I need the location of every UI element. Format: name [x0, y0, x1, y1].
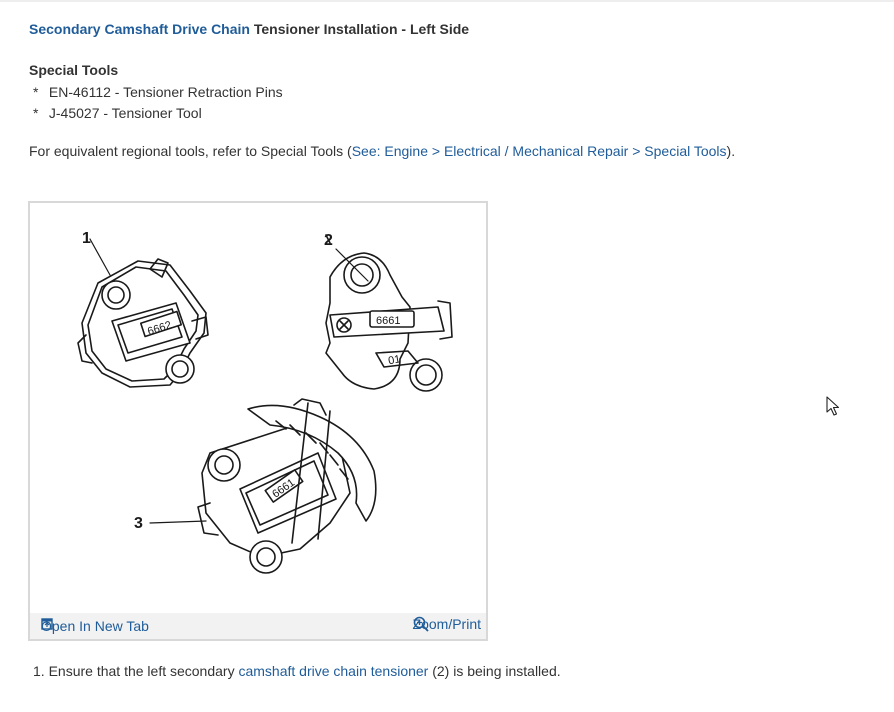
equivalent-suffix: ). [726, 143, 736, 159]
callout-3-leader [149, 520, 207, 524]
list-item: * EN-46112 - Tensioner Retraction Pins [33, 82, 283, 103]
zoom-print-label: Zoom/Print [412, 616, 481, 632]
part-label-6661: 6661 [376, 315, 400, 327]
bullet: * [33, 104, 39, 121]
callout-3: 3 [134, 515, 143, 532]
equivalent-prefix: For equivalent regional tools, refer to … [29, 143, 352, 159]
step-1: 1. Ensure that the left secondary camsha… [33, 663, 561, 679]
mouse-pointer-icon [826, 396, 840, 416]
page-title: Secondary Camshaft Drive Chain Tensioner… [29, 21, 469, 37]
callout-1-leader [89, 238, 111, 276]
tool-text: J-45027 - Tensioner Tool [48, 104, 202, 121]
tensioner-3-drawing [197, 398, 377, 574]
callout-1: 1 [82, 230, 91, 247]
open-new-tab-link[interactable]: Open In New Tab [41, 618, 149, 634]
special-tools-heading: Special Tools [29, 62, 119, 78]
special-tools-list: * EN-46112 - Tensioner Retraction Pins *… [33, 82, 283, 123]
tensioner-link[interactable]: camshaft drive chain tensioner [238, 663, 429, 679]
bullet: * [33, 84, 39, 100]
part-label-01: 01 [387, 353, 401, 367]
callout-2-leader [335, 248, 369, 282]
tensioner-2-drawing [325, 234, 453, 392]
equivalent-tools-text: For equivalent regional tools, refer to … [29, 143, 735, 159]
list-item: * J-45027 - Tensioner Tool [33, 103, 283, 124]
tensioner-illustration: 6662 6661 01 [77, 230, 453, 574]
zoom-icon [413, 616, 429, 632]
tensioner-figure: 6662 6661 01 [28, 201, 488, 641]
title-link[interactable]: Secondary Camshaft Drive Chain [29, 21, 250, 37]
title-text: Tensioner Installation - Left Side [253, 21, 470, 37]
tool-text: EN-46112 - Tensioner Retraction Pins [48, 84, 283, 100]
tensioner-1-drawing [77, 258, 209, 388]
zoom-print-link[interactable]: Zoom/Print [413, 616, 481, 632]
open-new-tab-icon [41, 618, 53, 630]
callout-2: 2 [324, 232, 333, 249]
step-suffix: (2) is being installed. [432, 663, 561, 679]
top-divider [0, 0, 894, 2]
special-tools-link[interactable]: See: Engine > Electrical / Mechanical Re… [351, 143, 727, 159]
open-new-tab-label: Open In New Tab [41, 618, 149, 634]
step-prefix: Ensure that the left secondary [48, 663, 235, 679]
figure-toolbar: Open In New Tab Zoom/Print [30, 613, 486, 639]
step-number: 1. [33, 663, 45, 679]
